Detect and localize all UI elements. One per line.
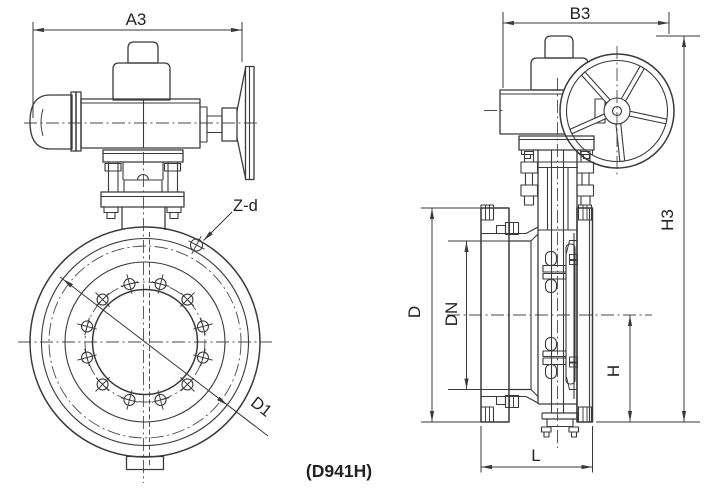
- label-h3: H3: [658, 209, 677, 231]
- label-dn: DN: [442, 302, 461, 327]
- front-bolt-holes: [77, 274, 213, 410]
- label-b3: B3: [570, 4, 591, 23]
- label-l: L: [531, 446, 540, 465]
- front-actuator: [29, 41, 255, 181]
- label-d1: D1: [247, 393, 275, 420]
- label-d: D: [405, 306, 424, 318]
- label-h: H: [604, 365, 623, 377]
- side-body: [480, 204, 594, 438]
- side-neck: [520, 150, 595, 422]
- h3-dimension: H3: [596, 35, 700, 423]
- model-label: (D941H): [306, 461, 372, 481]
- side-view: B3 H3 D DN: [405, 4, 700, 473]
- label-a3: A3: [126, 10, 147, 29]
- label-zd: Z-d: [233, 197, 258, 215]
- front-flange: [29, 226, 261, 471]
- front-view: Z-d D1 A3: [18, 10, 275, 483]
- zd-callout: Z-d: [188, 197, 258, 255]
- a3-dimension: A3: [32, 10, 243, 118]
- front-handwheel-side: [236, 65, 255, 181]
- b3-dimension: B3: [502, 4, 670, 88]
- h-dimension: H: [604, 315, 633, 422]
- l-dimension: L: [480, 426, 593, 473]
- dn-dimension: DN: [442, 240, 509, 390]
- d-dimension: D: [405, 207, 481, 423]
- front-mounting-bracket: [100, 149, 185, 230]
